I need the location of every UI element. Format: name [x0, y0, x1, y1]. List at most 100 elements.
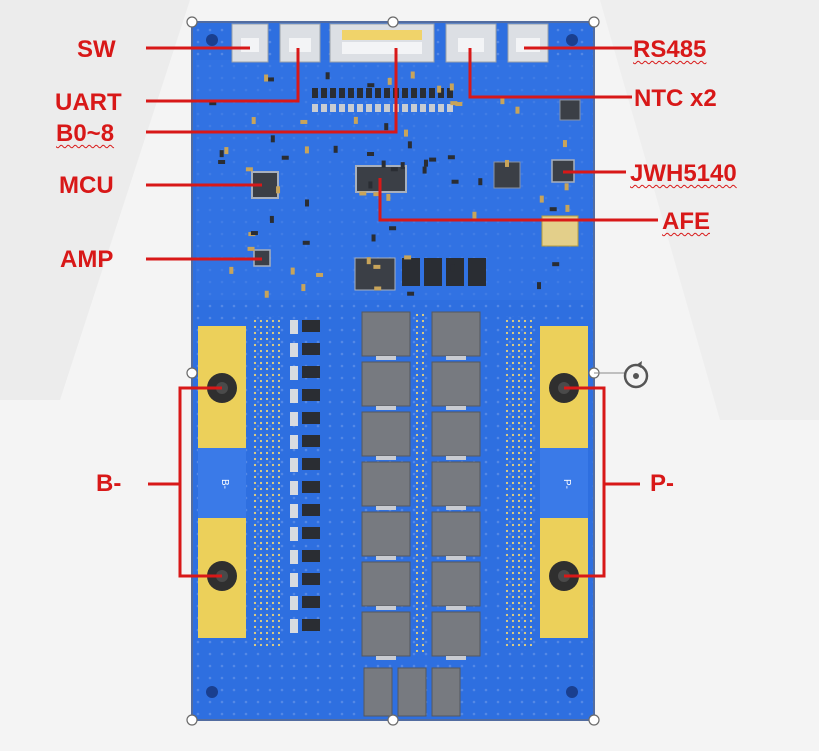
label-b-minus: B- [96, 470, 122, 497]
resistor-pad [290, 343, 298, 357]
callout-line-p-minus-bottom [564, 484, 606, 578]
smd-part [449, 83, 454, 91]
smd-part [422, 166, 427, 174]
smd-part [387, 77, 392, 85]
connector-balance [329, 23, 435, 63]
resistor [330, 88, 336, 98]
background-panel [600, 0, 819, 420]
smd-part [373, 264, 381, 269]
capacitor [447, 104, 453, 112]
shunt [446, 258, 464, 286]
left-pad-b-minus: B- [198, 326, 246, 638]
resistor-pad [290, 619, 298, 633]
smd-part [219, 150, 224, 158]
label-ntc: NTC x2 [634, 85, 717, 112]
resistor [302, 481, 320, 493]
resistor-pad [290, 366, 298, 380]
smd-part [300, 119, 308, 124]
smd-part [269, 215, 274, 223]
resistor [411, 88, 417, 98]
smd-part [270, 135, 275, 143]
resistor [302, 435, 320, 447]
smd-part [218, 159, 226, 164]
smd-part [451, 179, 459, 184]
resistor-pad [290, 320, 298, 334]
label-p-minus: P- [650, 470, 674, 497]
resistor [384, 88, 390, 98]
smd-part [373, 192, 381, 197]
right-pad-p-minus: P- [540, 326, 588, 638]
connector-ntc [445, 23, 497, 63]
resistor [302, 619, 320, 631]
capacitor [366, 104, 372, 112]
mosfet-lead [376, 506, 396, 510]
label-sw: SW [77, 36, 116, 63]
smd-part [450, 264, 455, 272]
mosfet [431, 361, 481, 407]
smd-part [539, 195, 544, 203]
resistor-pad [290, 550, 298, 564]
resistor [357, 88, 363, 98]
silkscreen-p-minus: P- [561, 479, 572, 489]
smd-part [209, 101, 217, 106]
mosfet-lead [376, 356, 396, 360]
smd-part [371, 234, 376, 242]
smd-part [403, 129, 408, 137]
smd-part [366, 257, 371, 265]
smd-part [281, 155, 289, 160]
mosfet [431, 511, 481, 557]
resistor-pad [290, 527, 298, 541]
rotate-icon[interactable] [594, 361, 649, 389]
gate-resistor-column [290, 320, 320, 633]
smd-part [404, 255, 412, 260]
smd-part [325, 72, 330, 80]
mosfet [431, 611, 481, 657]
resistor [302, 389, 320, 401]
resistor [348, 88, 354, 98]
label-mcu: MCU [59, 172, 114, 199]
smd-part [429, 157, 437, 162]
resistor-pad [290, 573, 298, 587]
resistor-pad [290, 412, 298, 426]
label-amp: AMP [60, 246, 114, 273]
label-rs485: RS485 [633, 36, 707, 63]
smd-part [386, 193, 391, 201]
capacitor [357, 104, 363, 112]
smd-part [455, 102, 463, 107]
mosfet-lead [446, 456, 466, 460]
connector-uart [279, 23, 321, 63]
background-panel [0, 0, 190, 400]
mosfet [431, 461, 481, 507]
resistor [312, 88, 318, 98]
smd-part [472, 211, 477, 219]
mosfet-lead [376, 606, 396, 610]
balance-resistor-row [312, 88, 453, 112]
shunt [468, 258, 486, 286]
resistor [447, 88, 453, 98]
smd-part [450, 101, 458, 106]
smd-part [305, 199, 310, 207]
smd-part [251, 117, 256, 125]
smd-part [353, 116, 358, 124]
label-jwh5140: JWH5140 [630, 160, 737, 187]
smd-part [515, 106, 520, 114]
selection-handles[interactable] [186, 16, 600, 726]
mosfet-lead [376, 456, 396, 460]
selection-handle [186, 367, 198, 379]
smd-part [381, 160, 386, 168]
capacitor [321, 104, 327, 112]
label-afe: AFE [662, 208, 710, 235]
smd-part [565, 204, 570, 212]
callout-line-b-minus-top [148, 386, 222, 486]
resistor [339, 88, 345, 98]
capacitor [312, 104, 318, 112]
selection-handle [588, 16, 600, 28]
smd-part [229, 266, 234, 274]
callout-line-p-minus-top [564, 386, 640, 486]
smd-part [437, 85, 442, 93]
smd-part [316, 272, 324, 277]
capacitor [411, 104, 417, 112]
selection-handle [186, 16, 198, 28]
capacitor [438, 104, 444, 112]
smd-part [500, 97, 505, 105]
